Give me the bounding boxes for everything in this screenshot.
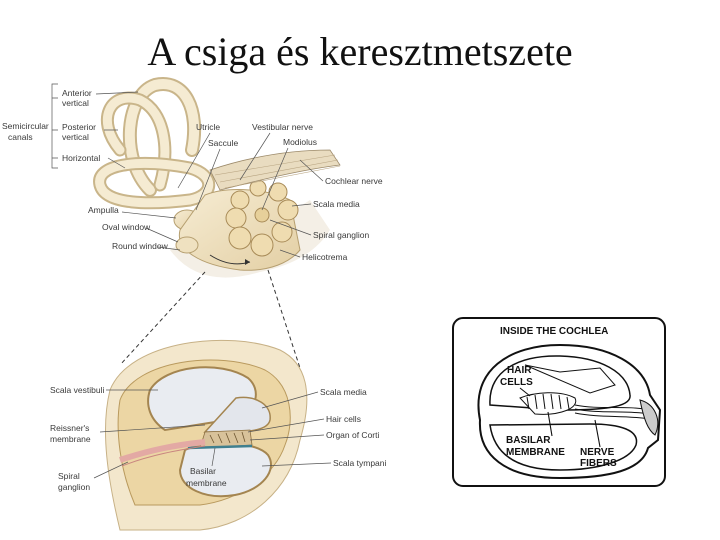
modiolus-label: Modiolus [283,137,317,147]
oval-window-shape [175,236,199,254]
hair-cells-caption-1: HAIR [507,365,532,376]
nerve-caption-2: FIBERS [580,458,617,469]
basilar-label-2: membrane [186,478,227,488]
anterior-label-1: Anterior [62,88,92,98]
cochlea-coils [225,179,299,257]
zoom-line-right [267,269,301,369]
hair-cells-caption-2: CELLS [500,377,533,388]
vestibular-nerve-label: Vestibular nerve [252,122,313,132]
spiral-ganglion-shape [119,439,206,463]
oval-window-label: Oval window [102,222,151,232]
basilar-membrane-shape [187,444,253,450]
horizontal-label: Horizontal [62,153,100,163]
round-window-label: Round window [112,241,169,251]
cochlea-cross-section [104,339,308,531]
saccule-label: Saccule [208,138,239,148]
basilar-label-1: Basilar [190,466,216,476]
nerve-bundle [209,149,341,191]
reissners-label-2: membrane [50,434,91,444]
basilar-caption-2: MEMBRANE [506,447,565,458]
posterior-label-1: Posterior [62,122,96,132]
posterior-label-2: vertical [62,132,89,142]
inside-cochlea-figure [452,317,666,487]
scala-media-top-label: Scala media [313,199,360,209]
nerve-caption-1: NERVE [580,447,615,458]
basilar-caption-1: BASILAR [506,435,551,446]
scala-vestibuli-label: Scala vestibuli [50,385,104,395]
semicircular-canals-bracket: Semicircular canals [2,83,58,169]
inside-cochlea-title: INSIDE THE COCHLEA [500,326,608,337]
scala-media-label: Scala media [320,387,367,397]
inner-ear-illustration [93,77,341,278]
organ-of-corti-label: Organ of Corti [326,430,379,440]
semicircular-label-2: canals [8,132,33,142]
utricle-label: Utricle [196,122,220,132]
hair-cells-label: Hair cells [326,414,361,424]
scala-tympani-label: Scala tympani [333,458,386,468]
reissners-label-1: Reissner's [50,423,89,433]
spiral-ganglion-label-2: ganglion [58,482,90,492]
ampulla-label: Ampulla [88,205,119,215]
cochlear-nerve-label: Cochlear nerve [325,176,383,186]
slide-title: A csiga és keresztmetszete [147,29,573,74]
spiral-ganglion-top-label: Spiral ganglion [313,230,370,240]
spiral-ganglion-label-1: Spiral [58,471,80,481]
anterior-label-2: vertical [62,98,89,108]
helicotrema-label: Helicotrema [302,252,348,262]
semicircular-label-1: Semicircular [2,121,49,131]
